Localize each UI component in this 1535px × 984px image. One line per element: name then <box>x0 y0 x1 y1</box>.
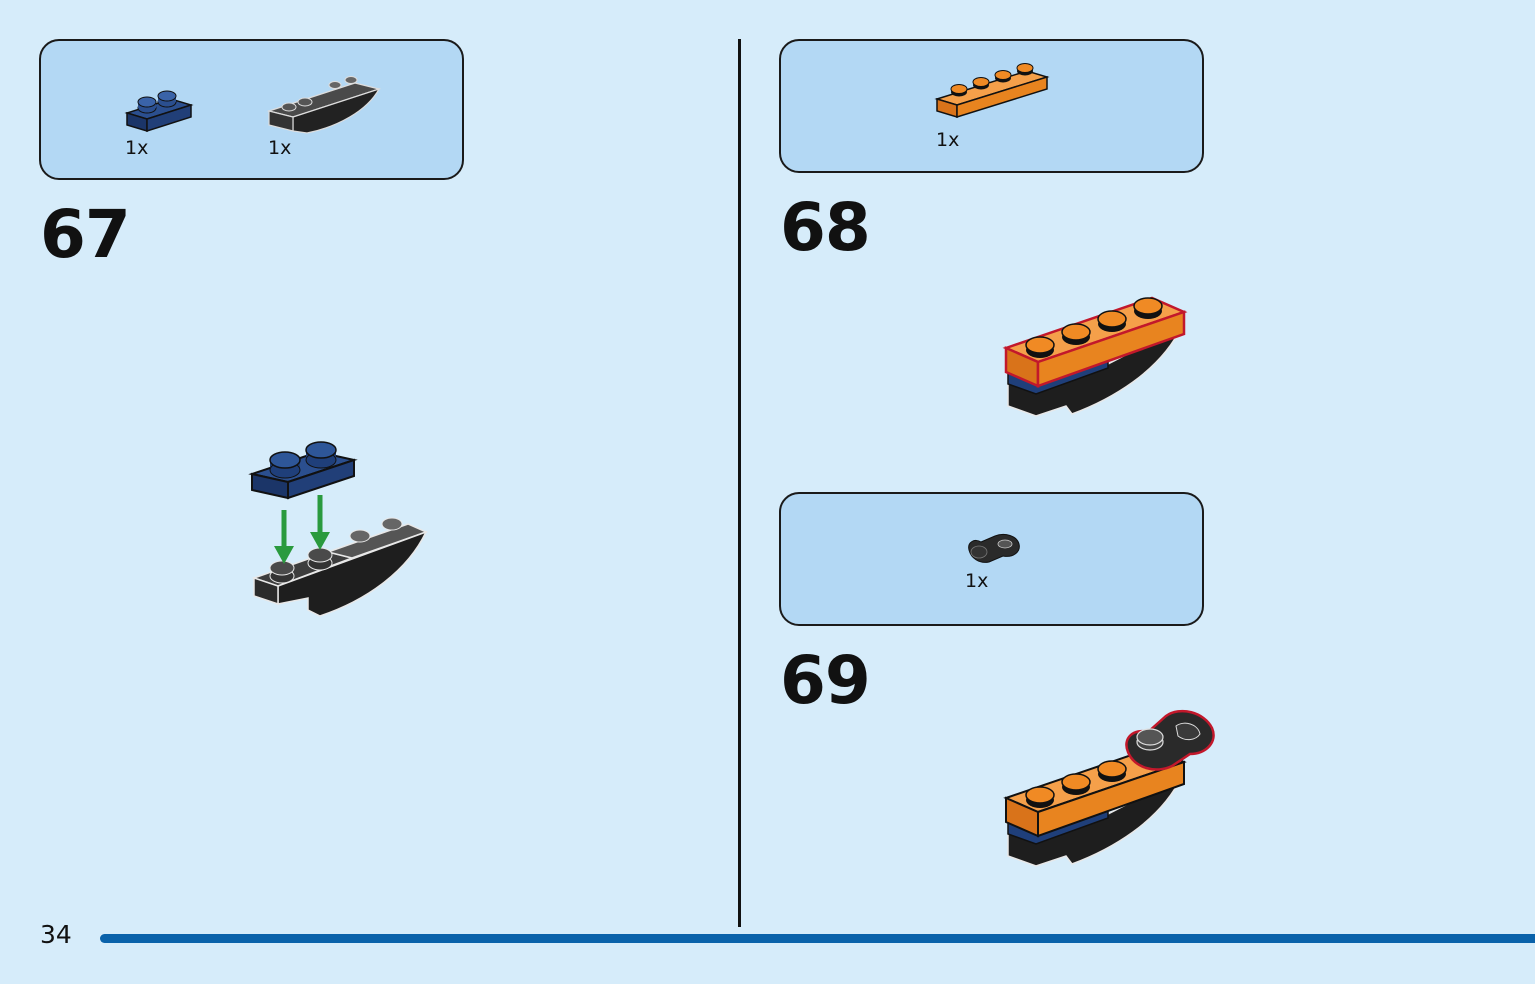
dark-blue-plate-1x2-icon <box>124 90 194 133</box>
part-quantity: 1x <box>268 137 292 159</box>
black-curved-slope-icon <box>266 76 382 134</box>
parts-box-step-67: 1x 1x <box>39 39 464 180</box>
part-quantity: 1x <box>936 129 960 151</box>
step-67-assembly-illustration <box>248 441 429 617</box>
page-number: 34 <box>40 920 72 949</box>
parts-box-step-68: 1x <box>779 39 1204 173</box>
page-divider <box>738 39 741 927</box>
orange-plate-1x4-icon <box>934 63 1050 119</box>
page-progress-bar <box>100 934 1535 943</box>
black-clip-plate-icon <box>968 533 1020 563</box>
step-68-assembly-illustration <box>1002 296 1188 417</box>
parts-box-step-69: 1x <box>779 492 1204 626</box>
step-number-68: 68 <box>780 189 871 266</box>
step-number-69: 69 <box>780 642 871 719</box>
step-number-67: 67 <box>40 196 131 273</box>
part-quantity: 1x <box>125 137 149 159</box>
part-quantity: 1x <box>965 570 989 592</box>
step-69-assembly-illustration <box>1003 709 1215 867</box>
